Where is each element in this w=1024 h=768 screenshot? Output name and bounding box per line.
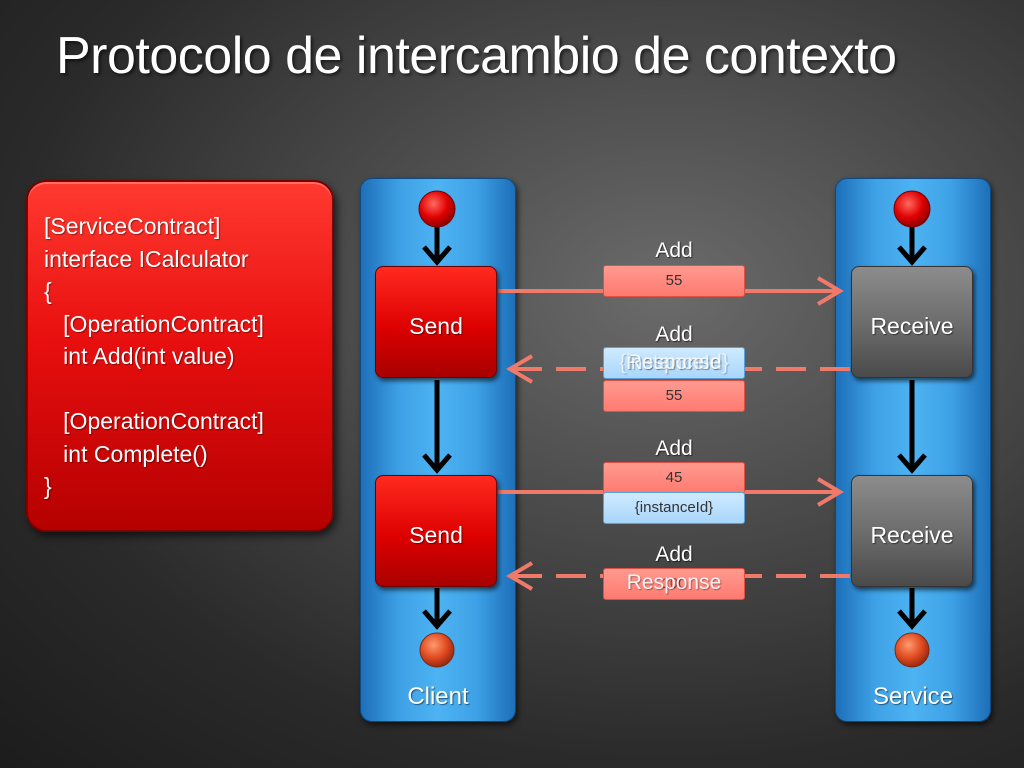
service-flow-arrowhead <box>897 609 927 630</box>
service-flow-arrowhead <box>897 245 927 266</box>
request-arrowhead-2 <box>816 477 844 507</box>
message-value-chip-2: 55 <box>603 380 745 412</box>
receive-activity-2: Receive <box>851 475 973 587</box>
instance-id-overlay-2: {instanceId} <box>619 351 729 374</box>
client-flow-arrowhead <box>422 453 452 474</box>
code-line: [OperationContract] <box>44 408 264 434</box>
service-flow-arrowhead <box>897 453 927 474</box>
request-arrowhead-1 <box>816 276 844 306</box>
instance-id-chip-3: {instanceId} <box>603 492 745 524</box>
code-line: int Complete() <box>44 440 208 467</box>
message-label-4: Add <box>655 543 693 566</box>
code-line: [ServiceContract] <box>44 213 221 239</box>
client-lane-label: Client <box>407 683 469 710</box>
message-label-2: Add <box>655 323 693 346</box>
client-flow-arrowhead <box>422 609 452 630</box>
service-lane-label: Service <box>872 683 954 710</box>
response-overlay-4: Response <box>626 571 722 594</box>
service-start-node <box>893 190 931 228</box>
send-activity-label: Send <box>409 522 463 548</box>
client-flow-arrowhead <box>422 245 452 266</box>
message-value-chip-1: 55 <box>603 265 745 297</box>
response-overlay-2: Response <box>626 351 722 374</box>
receive-activity-label: Receive <box>870 313 954 339</box>
receive-activity-label: Receive <box>870 522 954 548</box>
message-value-chip-4: 100 <box>603 568 745 600</box>
send-activity-label: Send <box>409 313 463 339</box>
service-contract-code-box: [ServiceContract] interface ICalculator … <box>26 180 334 532</box>
message-label-3: Add <box>655 437 693 460</box>
code-line: { <box>44 278 52 304</box>
code-line: int Add(int value) <box>44 343 235 369</box>
code-line: interface ICalculator <box>44 245 249 272</box>
slide-title: Protocolo de intercambio de contexto <box>56 27 897 85</box>
response-arrowhead-2 <box>506 561 534 591</box>
send-activity-2: Send <box>375 475 497 587</box>
response-arrowhead-1 <box>506 354 534 384</box>
service-end-node <box>894 632 930 668</box>
receive-activity-1: Receive <box>851 266 973 378</box>
client-start-node <box>418 190 456 228</box>
send-activity-1: Send <box>375 266 497 378</box>
code-line: [OperationContract] <box>44 310 264 337</box>
message-value-chip-3: 45 <box>603 462 745 494</box>
message-label-1: Add <box>655 239 693 262</box>
client-end-node <box>419 632 455 668</box>
code-line: } <box>44 473 52 499</box>
instance-id-chip-2 <box>603 347 745 379</box>
